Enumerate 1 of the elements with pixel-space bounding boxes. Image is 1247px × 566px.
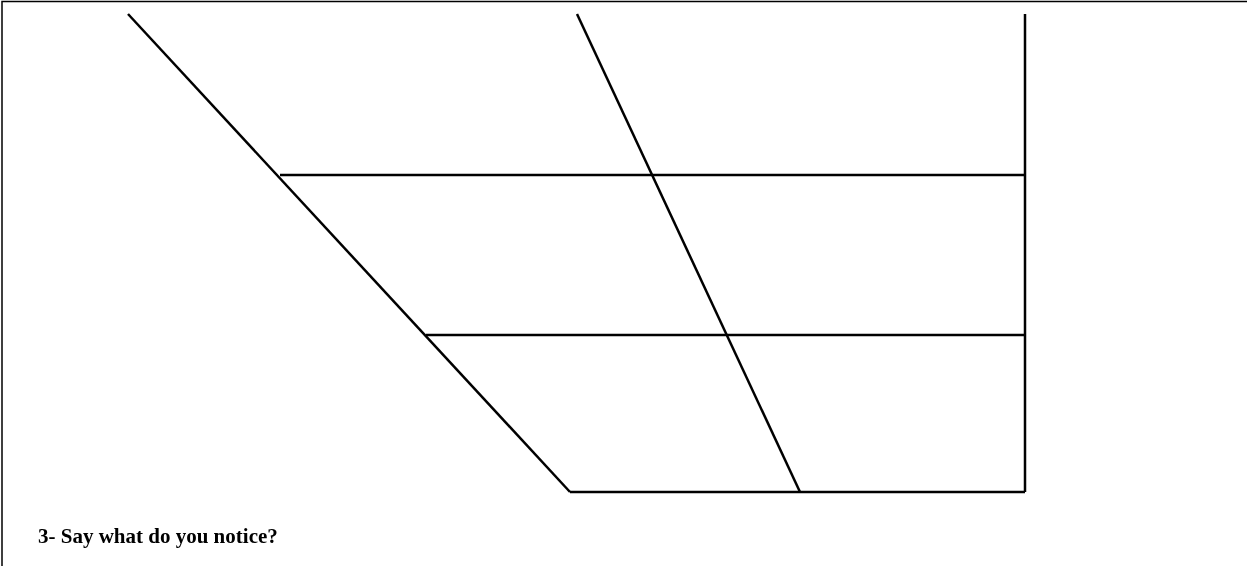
question-text: 3- Say what do you notice? (38, 524, 278, 549)
